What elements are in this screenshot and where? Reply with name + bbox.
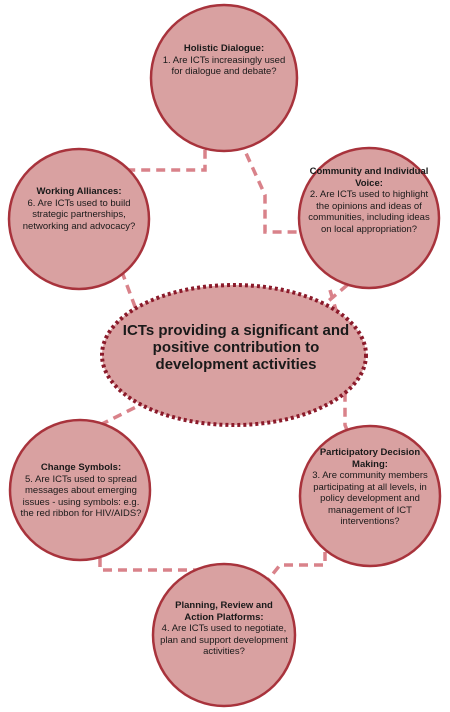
node-body: 5. Are ICTs used to spread messages abou… [20,473,142,520]
node-title: Planning, Review and Action Platforms: [175,600,273,623]
node-body: 1. Are ICTs increasingly used for dialog… [162,54,286,78]
node-title: Participatory Decision Making: [319,447,421,470]
node-title: Community and Individual Voice: [309,166,429,189]
node-community-voice: Community and Individual Voice: 2. Are I… [308,166,430,235]
node-change-symbols: Change Symbols: 5. Are ICTs used to spre… [18,462,144,520]
node-circle-participatory-decision [298,424,442,568]
node-title: Change Symbols: [40,462,122,473]
node-body: 2. Are ICTs used to highlight the opinio… [308,189,430,235]
node-circle-change-symbols [8,418,152,562]
node-title: Working Alliances: [36,186,122,197]
node-participatory-decision: Participatory Decision Making: 3. Are co… [308,447,432,528]
connector-bottom-right [258,478,362,592]
node-body: 4. Are ICTs used to negotiate, plan and … [160,623,288,657]
node-body: 3. Are community members participating a… [312,470,428,527]
node-holistic-dialogue: Holistic Dialogue: 1. Are ICTs increasin… [156,43,292,78]
center-label: ICTs providing a significant and positiv… [122,322,350,373]
node-circle-community-voice [297,146,441,290]
center-ellipse [100,283,368,427]
node-circle-working-alliances [7,147,151,291]
connector-top-right [238,139,320,234]
node-working-alliances: Working Alliances: 6. Are ICTs used to b… [14,186,144,232]
node-circle-holistic-dialogue [149,3,299,153]
node-title: Holistic Dialogue: [183,43,265,54]
node-body: 6. Are ICTs used to build strategic part… [22,197,136,232]
node-circle-planning-review [151,562,297,708]
node-planning-review: Planning, Review and Action Platforms: 4… [160,600,288,658]
